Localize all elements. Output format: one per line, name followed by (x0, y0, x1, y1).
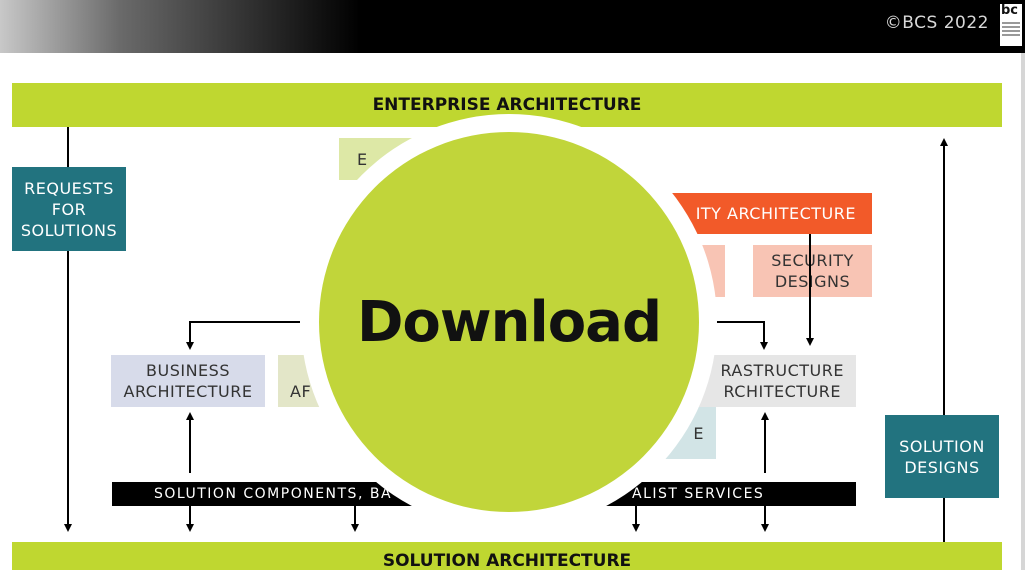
business-branch-arrow (186, 321, 300, 350)
bottom-partial-label: E (693, 423, 704, 443)
solution-architecture-band: SOLUTION ARCHITECTURE (12, 542, 1002, 571)
security-architecture-box: ITY ARCHITECTURE (640, 193, 872, 234)
security-architecture-label: ITY ARCHITECTURE (695, 204, 856, 223)
bcs-logo: bc (1000, 3, 1022, 46)
enterprise-architecture-label: ENTERPRISE ARCHITECTURE (372, 95, 642, 115)
solution-designs-label: SOLUTION DESIGNS (899, 436, 985, 477)
solution-designs-box: SOLUTION DESIGNS (885, 415, 999, 498)
requests-for-solutions-box: REQUESTS FOR SOLUTIONS (12, 167, 126, 251)
top-partial-label: E (357, 149, 368, 169)
business-architecture-label: BUSINESS ARCHITECTURE (123, 361, 253, 401)
logo-text: bc (1001, 3, 1019, 18)
logo-fine-print-icon (1002, 22, 1020, 24)
download-button[interactable]: Download (319, 132, 699, 512)
infrastructure-architecture-label: RASTRUCTURE RCHITECTURE (720, 361, 844, 401)
security-designs-box: SECURITY DESIGNS (753, 245, 872, 297)
solution-components-bar-right-text: ALIST SERVICES (632, 486, 765, 502)
requests-for-solutions-label: REQUESTS FOR SOLUTIONS (20, 178, 118, 240)
business-architecture-box: BUSINESS ARCHITECTURE (111, 355, 265, 407)
page-scrollbar[interactable] (1021, 53, 1025, 570)
left-partial-label: AF (290, 381, 312, 401)
solution-components-bar-left-text: SOLUTION COMPONENTS, BA (154, 486, 393, 502)
top-header-bar (0, 0, 1025, 53)
enterprise-architecture-band: ENTERPRISE ARCHITECTURE (12, 83, 1002, 127)
solution-architecture-label: SOLUTION ARCHITECTURE (382, 551, 632, 571)
download-label: Download (356, 289, 662, 355)
infrastructure-branch-arrow (700, 321, 768, 350)
security-designs-label: SECURITY DESIGNS (771, 251, 854, 291)
copyright-text: ©BCS 2022 (884, 13, 989, 33)
